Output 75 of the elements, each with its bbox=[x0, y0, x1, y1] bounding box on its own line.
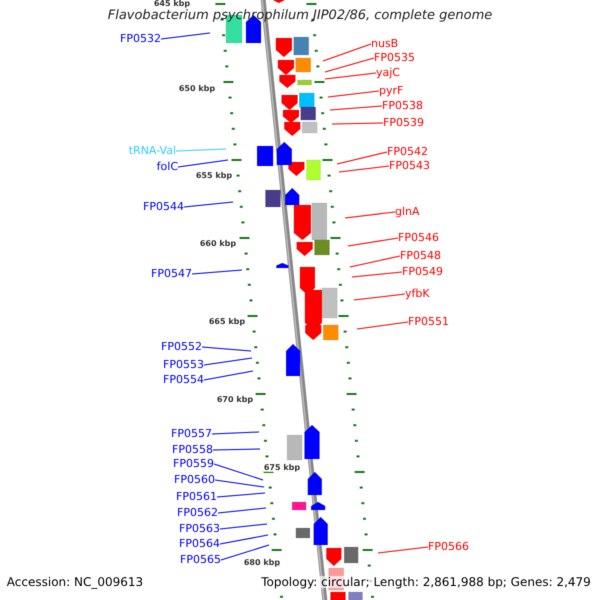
gene-label: tRNA-Val bbox=[128, 144, 176, 158]
leader-line bbox=[328, 90, 380, 98]
position-tick-label: 670 kbp bbox=[216, 396, 254, 404]
position-tick-label: 680 kbp bbox=[244, 559, 280, 567]
leader-line bbox=[178, 160, 228, 168]
leader-line bbox=[184, 202, 234, 208]
position-tick-label: 655 kbp bbox=[196, 172, 232, 180]
leader-line bbox=[332, 122, 384, 124]
leader-line bbox=[192, 270, 242, 274]
gene-label: FP0553 bbox=[163, 358, 204, 372]
gene-label: FP0547 bbox=[151, 267, 192, 281]
gene-label: FP0535 bbox=[374, 51, 415, 65]
leader-line bbox=[354, 294, 406, 300]
leader-line bbox=[352, 272, 402, 278]
footer-text: Accession: NC_009613 bbox=[6, 576, 144, 588]
gene-label: FP0532 bbox=[120, 32, 161, 46]
gene-label: FP0538 bbox=[382, 99, 423, 113]
gene-label: FP0564 bbox=[179, 537, 220, 551]
gene-label: FP0561 bbox=[176, 490, 217, 504]
gene-label: FP0554 bbox=[163, 373, 204, 387]
position-tick-label: 660 kbp bbox=[200, 240, 236, 248]
leader-line bbox=[324, 58, 374, 72]
gene-label: FP0551 bbox=[408, 315, 449, 329]
leader-line bbox=[330, 106, 382, 110]
gene-label: FP0544 bbox=[143, 200, 184, 214]
leader-line bbox=[218, 508, 266, 514]
diagram-title: Flavobacterium psychrophilum JIP02/86, complete genome bbox=[106, 9, 494, 22]
gene-label: pyrF bbox=[379, 84, 404, 98]
gene-label: FP0560 bbox=[174, 473, 215, 487]
gene-label: FP0542 bbox=[387, 145, 428, 159]
leader-line bbox=[356, 322, 408, 330]
gene-label: FP0565 bbox=[180, 553, 221, 567]
leader-line bbox=[176, 148, 226, 152]
gene-label: glnA bbox=[395, 205, 420, 219]
leader-line bbox=[212, 448, 260, 450]
position-tick-label: 665 kbp bbox=[208, 318, 246, 326]
gene-label: FP0563 bbox=[179, 522, 220, 536]
leader-line bbox=[220, 534, 268, 544]
position-tick-label: 645 kbp bbox=[154, 0, 190, 8]
gene-label: FP0549 bbox=[402, 265, 443, 279]
position-tick-label: 650 kbp bbox=[178, 85, 216, 93]
leader-line bbox=[220, 524, 268, 530]
gene-label: yajC bbox=[376, 66, 400, 80]
leader-line bbox=[204, 358, 252, 366]
gene-label: FP0562 bbox=[177, 506, 218, 520]
gene-label: FP0548 bbox=[400, 249, 441, 263]
gene-label: FP0566 bbox=[428, 540, 469, 554]
leader-line bbox=[322, 44, 372, 62]
leader-line bbox=[160, 32, 210, 40]
leader-line bbox=[378, 546, 428, 554]
gene-label: FP0557 bbox=[171, 427, 212, 441]
gene-label: folC bbox=[156, 160, 178, 174]
leader-line bbox=[214, 464, 264, 480]
leader-line bbox=[220, 544, 270, 560]
gene-label: FP0558 bbox=[172, 443, 213, 457]
leader-line bbox=[214, 480, 264, 488]
gene-label: FP0559 bbox=[173, 457, 214, 471]
gene-label: FP0552 bbox=[161, 340, 202, 354]
leader-line bbox=[344, 212, 396, 218]
footer-text: Topology: circular; Length: 2,861,988 bp; Genes: 2,479 bbox=[261, 576, 591, 588]
gene-label: FP0543 bbox=[389, 159, 430, 173]
gene-label: FP0539 bbox=[383, 116, 424, 130]
leader-line bbox=[202, 346, 252, 352]
leader-line bbox=[336, 152, 388, 164]
position-tick-label: 675 kbp bbox=[264, 464, 300, 472]
leader-line bbox=[204, 370, 254, 380]
gene-label: FP0546 bbox=[398, 231, 439, 245]
leader-line bbox=[350, 256, 400, 268]
gene-label: nusB bbox=[371, 37, 398, 51]
gene-label: yfbK bbox=[405, 287, 430, 301]
leader-line bbox=[216, 492, 266, 498]
leader-line bbox=[348, 238, 398, 246]
leader-line bbox=[338, 166, 390, 172]
leader-line bbox=[324, 72, 376, 80]
leader-line bbox=[212, 432, 260, 434]
